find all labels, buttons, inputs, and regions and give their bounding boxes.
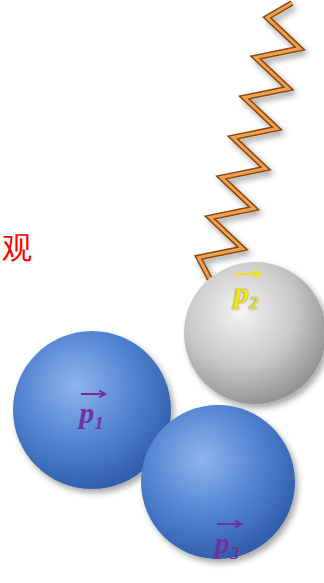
arrow-stroke [81,391,105,398]
photon-outline [199,3,300,283]
particle-sphere: p₃ [140,404,308,572]
vector-arrow [235,269,263,279]
sphere-body [184,262,324,404]
annotation-text: 观 [2,233,32,263]
sphere-body [141,405,295,559]
momentum-label: p₁ [79,398,104,428]
particle-sphere: p₂ [183,261,324,417]
arrow-stroke [236,270,260,277]
photon-core [199,3,300,283]
arrow-stroke [217,520,241,527]
vector-arrow [80,389,108,399]
momentum-label: p₃ [215,528,240,558]
vector-arrow [216,519,244,529]
momentum-label: p₂ [234,278,259,308]
photon-zigzag [199,3,300,283]
